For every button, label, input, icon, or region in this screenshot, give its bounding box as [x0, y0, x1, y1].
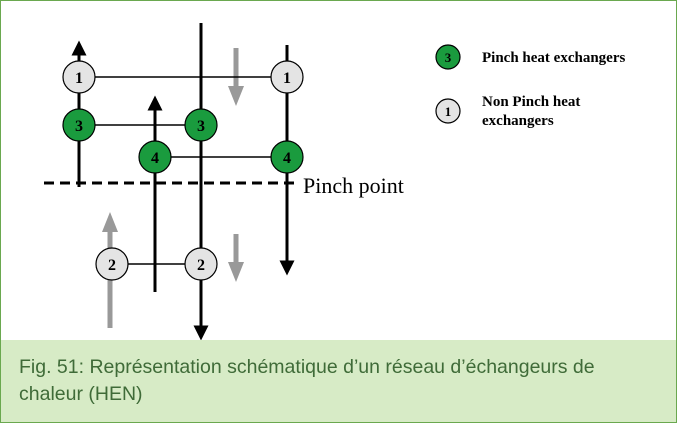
svg-text:1: 1	[445, 104, 452, 119]
node-non-pinch-2a: 2	[95, 247, 129, 281]
node-pinch-3b: 3	[184, 108, 218, 142]
grey-arrow-down-top	[228, 48, 244, 106]
svg-text:2: 2	[108, 257, 116, 274]
legend: 3 Pinch heat exchangers 1 Non Pinch heat…	[435, 44, 625, 129]
node-pinch-3a: 3	[62, 108, 96, 142]
svg-text:2: 2	[197, 257, 205, 274]
node-non-pinch-2b: 2	[184, 247, 218, 281]
legend-pinch-text: Pinch heat exchangers	[482, 50, 625, 66]
svg-text:3: 3	[197, 118, 205, 135]
legend-non-pinch-text-line1: Non Pinch heat	[482, 94, 580, 110]
legend-non-pinch-marker: 1	[435, 98, 461, 124]
svg-text:1: 1	[75, 70, 83, 87]
figure-caption: Fig. 51: Représentation schématique d’un…	[1, 340, 676, 422]
node-non-pinch-1a: 1	[62, 60, 96, 94]
svg-text:4: 4	[283, 150, 291, 167]
legend-non-pinch-text-line2: exchangers	[482, 113, 554, 129]
legend-pinch-marker: 3	[435, 44, 461, 70]
node-pinch-4b: 4	[270, 140, 304, 174]
node-non-pinch-1b: 1	[270, 60, 304, 94]
svg-text:4: 4	[151, 150, 159, 167]
pinch-label: Pinch point	[303, 173, 404, 198]
svg-text:1: 1	[283, 70, 291, 87]
svg-text:3: 3	[75, 118, 83, 135]
grey-arrow-down-bottom	[228, 234, 244, 282]
svg-text:3: 3	[445, 50, 452, 65]
caption-text: Fig. 51: Représentation schématique d’un…	[19, 356, 595, 405]
heat-exchanger-network-diagram: Pinch point 1 1 3 3 4 4 2 2 3 Pinch heat…	[44, 23, 625, 340]
node-pinch-4a: 4	[138, 140, 172, 174]
